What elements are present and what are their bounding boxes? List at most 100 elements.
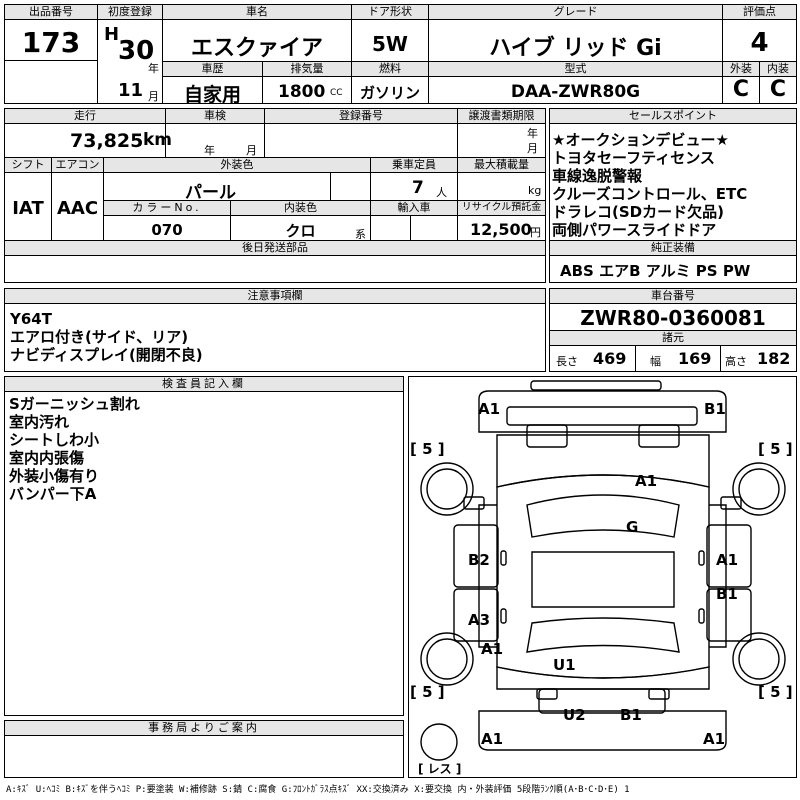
shift-header: シフト: [5, 158, 51, 172]
exterior-grade: C: [732, 77, 750, 102]
recycle-header: リサイクル預託金: [458, 201, 545, 215]
damage-hood: A1: [635, 472, 658, 490]
sales-point-header: セールスポイント: [550, 109, 796, 123]
displacement-header: 排気量: [263, 62, 351, 76]
km-unit: km: [143, 130, 173, 150]
car-name-header: 車名: [163, 5, 351, 19]
sales-points-box: [549, 108, 797, 283]
damage-rear-bumper-left: A1: [481, 730, 504, 748]
mileage-header: 走行: [5, 109, 165, 123]
transfer-month-unit: 月: [527, 142, 538, 155]
aircon-header: エアコン: [52, 158, 103, 172]
exterior-header: 外装: [723, 62, 759, 76]
transfer-header: 譲渡書類期限: [458, 109, 545, 123]
era: H: [104, 24, 120, 45]
grade: ハイブ リッド Gi: [489, 36, 662, 61]
damage-rear-bumper-right: A1: [703, 730, 726, 748]
damage-right-front-door: A1: [716, 551, 739, 569]
capacity-header: 乗車定員: [371, 158, 457, 172]
person-unit: 人: [436, 186, 447, 199]
interior-header: 内装: [760, 62, 796, 76]
inspector-line: 室内内張傷: [9, 449, 85, 467]
sales-point-line: トヨタセーフティセンス: [552, 149, 715, 167]
model-code-header: 型式: [429, 62, 722, 76]
sales-point-line: 車線逸脱警報: [552, 167, 643, 185]
model-code: DAA-ZWR80G: [510, 82, 641, 102]
office-header: 事務局よりご案内: [5, 721, 403, 735]
damage-left-rear-fender: A1: [481, 640, 504, 658]
sales-point-line: クルーズコントロール、ETC: [552, 185, 748, 203]
notes-box: [4, 288, 546, 372]
tire-front-left: [ 5 ]: [410, 440, 445, 458]
inspector-line: 外装小傷有り: [9, 467, 100, 485]
kg-unit: kg: [528, 184, 542, 197]
damage-left-front-door: B2: [468, 551, 490, 569]
inspection-year-unit: 年: [204, 144, 215, 157]
later-parts-header: 後日発送部品: [5, 241, 545, 255]
spare-tire-status: [ レス ]: [418, 762, 462, 776]
top-info-table: [4, 4, 797, 104]
chassis-header: 車台番号: [550, 289, 796, 303]
score-header: 評価点: [723, 5, 796, 19]
ext-color-header: 外装色: [104, 158, 370, 172]
width-label: 幅: [650, 355, 661, 368]
damage-rear-hatch: B1: [620, 706, 642, 724]
chassis-box: [549, 288, 797, 372]
shift: IAT: [12, 198, 44, 219]
max-load-header: 最大積載量: [458, 158, 545, 172]
chassis-number: ZWR80-0360081: [580, 306, 766, 330]
car-history: 自家用: [183, 84, 241, 106]
tire-rear-left: [ 5 ]: [410, 683, 445, 701]
year-unit: 年: [148, 62, 159, 75]
length-label: 長さ: [556, 355, 578, 368]
height-label: 高さ: [725, 355, 747, 368]
aircon: AAC: [56, 198, 99, 219]
damage-roof: G: [626, 518, 639, 536]
damage-left-rear-door: A3: [468, 611, 491, 629]
width: 169: [678, 349, 712, 368]
inspection-month-unit: 月: [246, 144, 257, 157]
color-no-header: カラーNo.: [104, 201, 230, 215]
height: 182: [757, 349, 791, 368]
damage-front-right: B1: [704, 400, 726, 418]
notes-line: ナビディスプレイ(開閉不良): [10, 346, 203, 364]
transfer-year-unit: 年: [527, 127, 538, 140]
door-type: 5W: [372, 32, 408, 56]
vehicle-details-table: [4, 108, 546, 283]
yen-unit: 円: [530, 226, 541, 239]
sales-point-line: ★オークションデビュー★: [552, 131, 729, 149]
grade-header: グレード: [429, 5, 722, 19]
notes-line: エアロ付き(サイド、リア): [10, 328, 189, 346]
legend-text: A:ｷｽﾞ U:ﾍｺﾐ B:ｷｽﾞを伴うﾍｺﾐ P:要塗装 W:補修跡 S:錆 …: [6, 785, 630, 795]
inspection-header: 車検: [166, 109, 264, 123]
first-reg-header: 初度登録: [98, 5, 162, 19]
lot-number: 173: [21, 26, 81, 59]
import-header: 輸入車: [371, 201, 457, 215]
tire-rear-right: [ 5 ]: [758, 683, 793, 701]
car-outline-diagram: [420, 380, 786, 761]
damage-rear-panel: U2: [563, 706, 586, 724]
mileage: 73,825: [70, 130, 144, 152]
recycle-fee: 12,500: [470, 220, 532, 239]
car-name: エスクァイア: [190, 36, 323, 61]
lot-header: 出品番号: [5, 5, 97, 19]
int-color-suffix: 系: [355, 228, 366, 241]
notes-line: Y64T: [10, 310, 52, 328]
month-unit: 月: [148, 90, 159, 103]
ext-color: パール: [185, 183, 236, 203]
damage-diagram: [408, 376, 797, 778]
inspector-line: シートしわ小: [9, 431, 100, 449]
damage-rear-glass: U1: [553, 656, 576, 674]
reg-no-header: 登録番号: [265, 109, 457, 123]
inspector-line: バンパー下A: [9, 485, 97, 503]
interior-grade: C: [769, 77, 787, 102]
door-header: ドア形状: [352, 5, 428, 19]
history-header: 車歴: [163, 62, 262, 76]
int-color-header: 内装色: [231, 201, 370, 215]
damage-front-left: A1: [478, 400, 501, 418]
dims-header: 諸元: [550, 331, 796, 345]
genuine-equipment: ABS エアB アルミ PS PW: [560, 262, 751, 280]
inspector-line: 室内汚れ: [9, 413, 70, 431]
tire-front-right: [ 5 ]: [758, 440, 793, 458]
int-color: クロ: [285, 222, 316, 240]
